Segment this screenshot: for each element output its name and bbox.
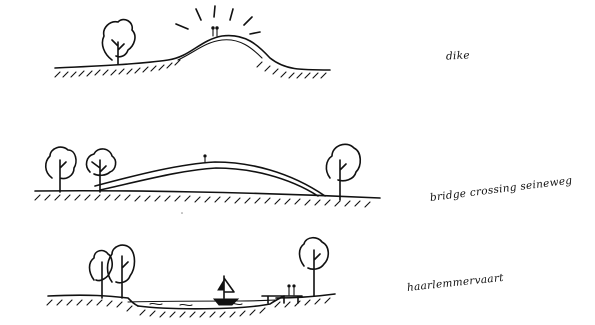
canal-water-line [128,300,276,302]
dike-people-icon [213,30,217,36]
bridge-tree-left-icon [46,147,76,192]
bridge-tree-mid-icon [87,149,116,192]
bridge-ground-line [35,191,380,198]
jetty-people-icon [289,288,294,295]
canal-tree-right-icon [300,238,329,296]
dike-crest-line [178,40,262,60]
dike-tree-icon [102,20,135,64]
bridge-sketch [35,144,380,207]
canal-tree-left2-icon [108,245,135,298]
bridge-ground-hatching [35,195,370,207]
sailboat-icon [224,276,234,298]
dike-ground-line [55,36,330,70]
bridge-tree-right-icon [326,144,360,200]
paper-speck [181,212,183,214]
sun-rays-icon [176,6,260,34]
canal-bottom [138,296,284,309]
dike-ground-hatching [55,60,326,78]
canal-sketch [47,238,335,317]
dike-sketch [55,6,330,78]
label-dike: dike [446,49,470,62]
